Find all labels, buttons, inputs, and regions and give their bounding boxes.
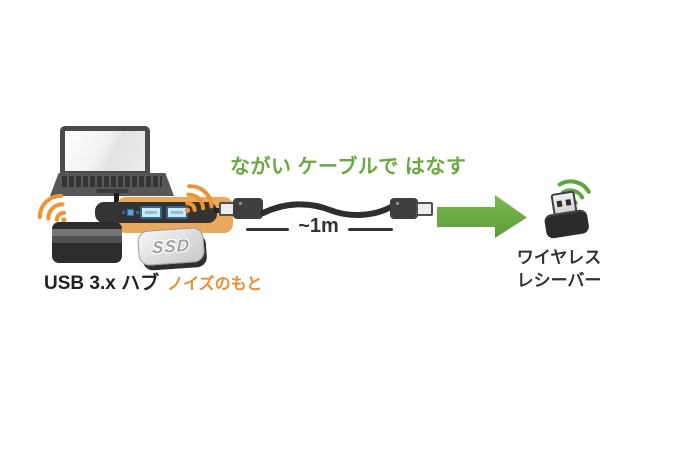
receiver-label-line1: ワイヤレス [516, 248, 602, 267]
wireless-receiver-icon [540, 189, 593, 244]
usb-receptacle-right-icon [416, 202, 433, 216]
hub-label: USB 3.x ハブ [44, 273, 160, 294]
noise-wifi-left-icon [37, 193, 67, 223]
extension-cable-icon [260, 201, 394, 219]
hub-output-cable [214, 208, 223, 213]
hub-led-indicator-icon [122, 209, 140, 216]
laptop-touchpad-icon [96, 189, 128, 193]
measure-line-left [246, 228, 289, 231]
receiver-label-line2: レシーバー [516, 271, 602, 290]
external-drive-icon [52, 222, 122, 263]
receiver-caption: ワイヤレス レシーバー [498, 246, 620, 292]
laptop-keyboard-icon [62, 176, 162, 187]
laptop-to-hub-cable [114, 193, 119, 207]
ssd-icon: SSD [136, 226, 206, 267]
cable-length-label: ~1m [298, 215, 339, 237]
usb-port-icon [140, 206, 162, 219]
laptop-screen-icon [60, 126, 150, 176]
measure-line-right [348, 228, 393, 231]
hub-caption: USB 3.x ハブノイズのもと [44, 268, 262, 295]
arrow-right-icon [437, 195, 527, 238]
noise-source-label: ノイズのもと [167, 276, 263, 293]
diagram-heading: ながい ケーブルで はなす [230, 156, 467, 178]
noise-wifi-right-icon [185, 184, 214, 214]
ssd-label: SSD [151, 235, 191, 257]
cable-connector-left-icon [233, 198, 263, 219]
cable-connector-right-icon [390, 198, 418, 219]
